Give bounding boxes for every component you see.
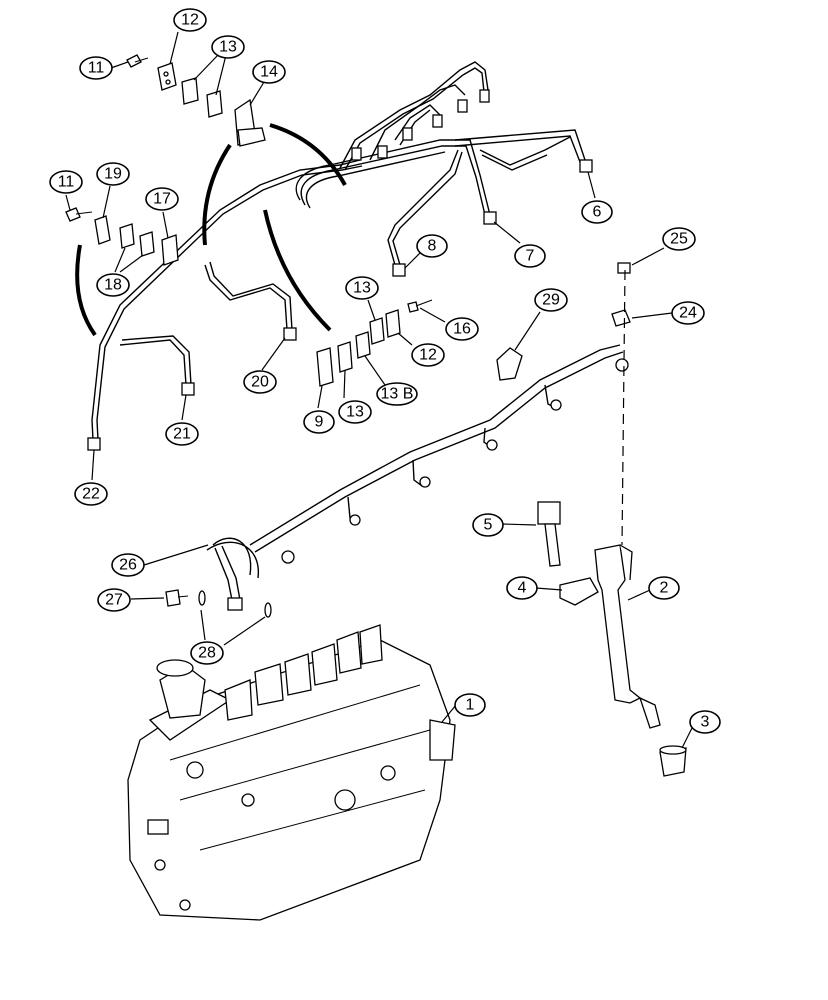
svg-text:13: 13 xyxy=(346,404,364,421)
callout-11-top: 11 xyxy=(79,56,113,80)
callout-20: 20 xyxy=(243,370,277,394)
svg-text:11: 11 xyxy=(58,174,75,191)
svg-text:12: 12 xyxy=(419,347,437,364)
callout-28: 28 xyxy=(190,641,224,665)
leak-off-line xyxy=(165,344,629,618)
svg-text:16: 16 xyxy=(453,321,471,338)
callout-24: 24 xyxy=(671,301,705,325)
svg-text:5: 5 xyxy=(484,517,493,534)
callout-12-top: 12 xyxy=(173,8,207,32)
svg-text:21: 21 xyxy=(173,426,191,443)
svg-text:12: 12 xyxy=(181,12,199,29)
callout-12-right: 12 xyxy=(411,343,445,367)
callout-17: 17 xyxy=(145,187,179,211)
leader-lines xyxy=(65,31,693,749)
svg-text:3: 3 xyxy=(701,714,710,731)
callout-18: 18 xyxy=(96,273,130,297)
svg-text:4: 4 xyxy=(518,580,527,597)
svg-text:19: 19 xyxy=(104,166,122,183)
callout-14: 14 xyxy=(252,60,286,84)
callout-8: 8 xyxy=(416,234,448,258)
clamp-parts xyxy=(65,54,433,387)
callout-27: 27 xyxy=(97,588,131,612)
callout-19: 19 xyxy=(96,162,130,186)
svg-text:2: 2 xyxy=(660,580,669,597)
callout-11-left: 11 xyxy=(49,170,83,194)
svg-text:17: 17 xyxy=(153,191,171,208)
svg-text:1: 1 xyxy=(466,697,475,714)
svg-text:20: 20 xyxy=(251,374,269,391)
svg-text:11: 11 xyxy=(88,60,105,77)
callout-21: 21 xyxy=(165,422,199,446)
callout-5: 5 xyxy=(472,513,504,537)
svg-text:18: 18 xyxy=(104,277,122,294)
svg-text:28: 28 xyxy=(198,645,216,662)
svg-text:6: 6 xyxy=(593,204,602,221)
callout-7: 7 xyxy=(514,244,546,268)
callout-29: 29 xyxy=(534,288,568,312)
svg-text:9: 9 xyxy=(315,414,324,431)
callout-13-right-upper: 13 xyxy=(345,276,379,300)
callout-4: 4 xyxy=(506,576,538,600)
injection-lines xyxy=(87,61,593,451)
callout-22: 22 xyxy=(74,482,108,506)
svg-text:8: 8 xyxy=(428,238,437,255)
svg-text:14: 14 xyxy=(260,64,278,81)
callout-13-right-lower: 13 xyxy=(338,400,372,424)
callout-13-top: 13 xyxy=(211,35,245,59)
svg-text:25: 25 xyxy=(670,231,688,248)
callout-2: 2 xyxy=(648,576,680,600)
callout-16: 16 xyxy=(445,317,479,341)
callout-6: 6 xyxy=(581,200,613,224)
svg-text:13: 13 xyxy=(353,280,371,297)
svg-text:27: 27 xyxy=(105,592,123,609)
callout-3: 3 xyxy=(689,710,721,734)
svg-text:29: 29 xyxy=(542,292,560,309)
group-arcs xyxy=(75,123,347,337)
callout-1: 1 xyxy=(454,693,486,717)
svg-text:24: 24 xyxy=(679,305,697,322)
svg-text:22: 22 xyxy=(82,486,100,503)
callout-26: 26 xyxy=(111,553,145,577)
svg-text:26: 26 xyxy=(119,557,137,574)
svg-text:13 B: 13 B xyxy=(381,386,414,403)
injection-pump xyxy=(127,624,456,921)
callout-25: 25 xyxy=(662,227,696,251)
svg-text:13: 13 xyxy=(219,39,237,56)
callout-9: 9 xyxy=(303,410,335,434)
callout-13B: 13 B xyxy=(376,382,418,406)
svg-text:7: 7 xyxy=(526,248,535,265)
injector xyxy=(537,262,687,777)
